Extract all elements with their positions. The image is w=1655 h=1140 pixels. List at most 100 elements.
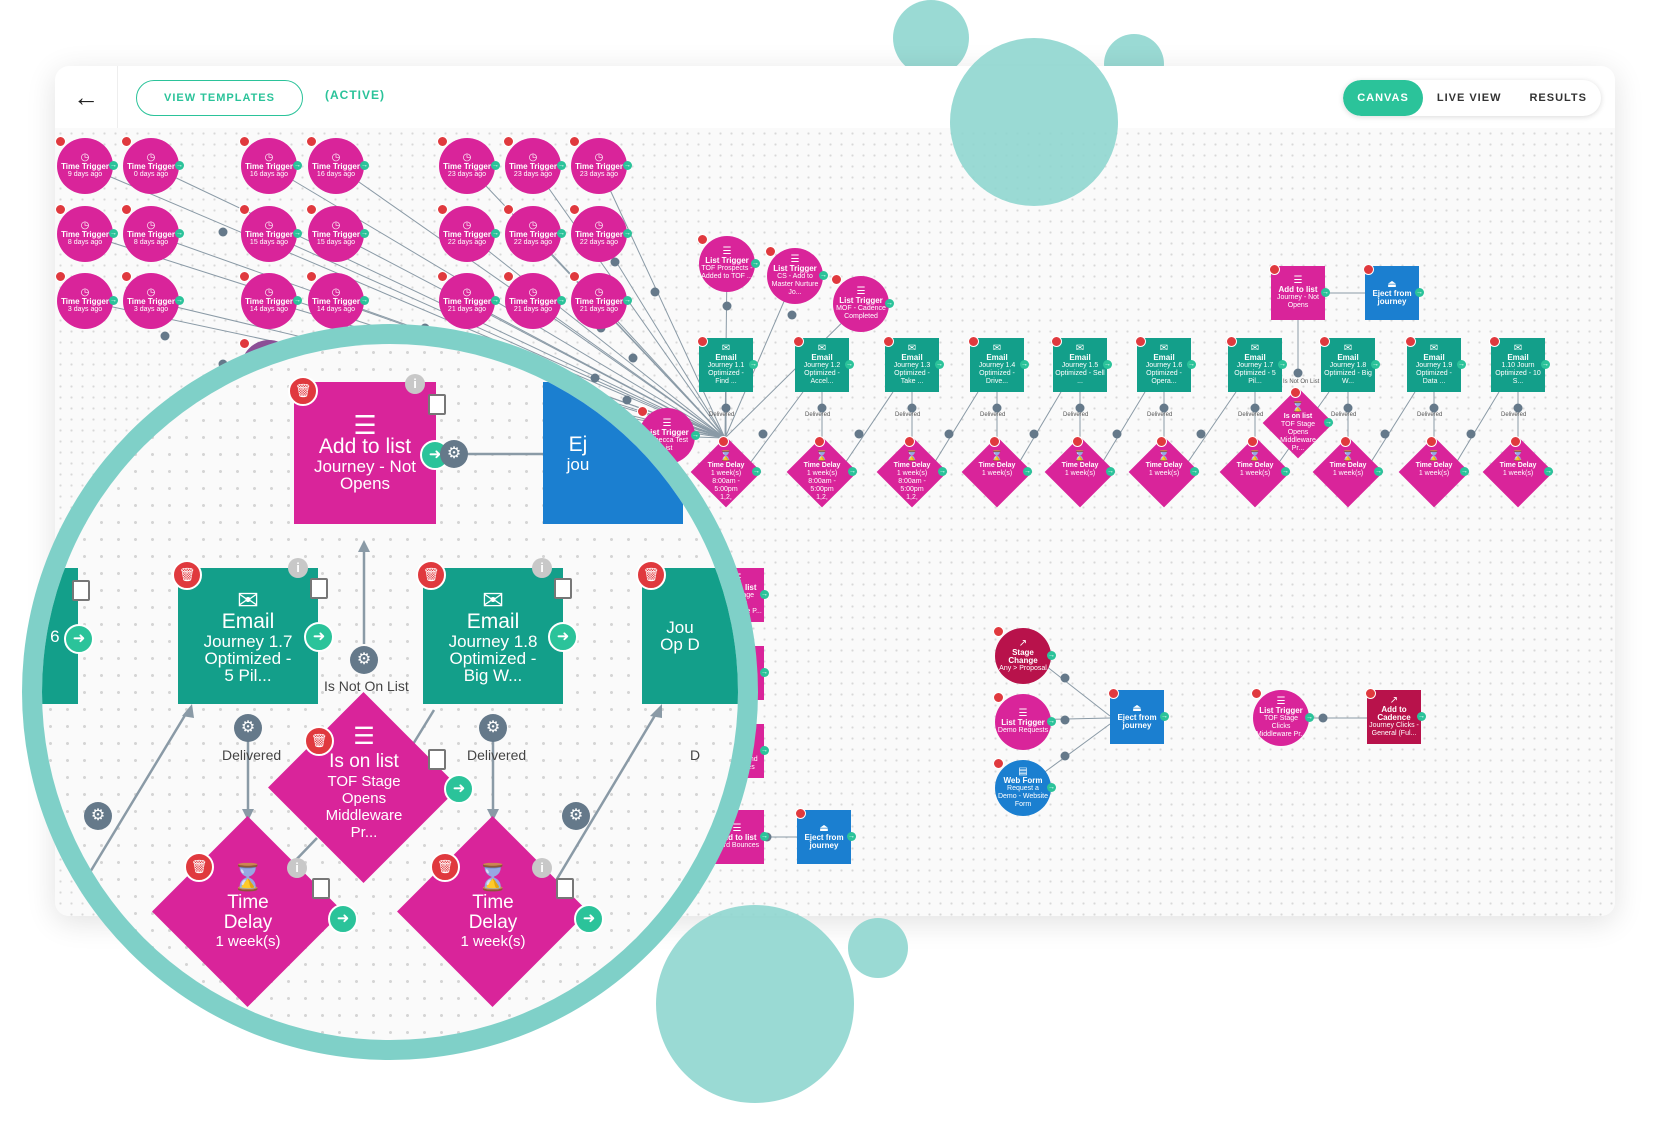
info-icon[interactable]: i [288,558,308,578]
mag-add-to-list-node[interactable]: ☰ Add to list Journey - Not Opens [294,382,436,524]
delete-icon[interactable] [718,436,729,447]
delete-icon[interactable] [121,271,132,282]
connect-arrow-icon[interactable]: → [1305,713,1314,722]
connect-arrow-icon[interactable]: → [749,360,758,369]
connect-arrow-icon[interactable]: → [1278,360,1287,369]
delete-icon[interactable] [1156,436,1167,447]
settings-gear-icon[interactable]: ⚙ [350,646,378,674]
delete-icon[interactable] [1426,436,1437,447]
copy-icon[interactable] [428,749,446,770]
connect-arrow-icon[interactable]: → [1541,360,1550,369]
delete-icon[interactable] [55,204,66,215]
mag-email-node-1-7[interactable]: ✉ Email Journey 1.7 Optimized - 5 Pil... [178,568,318,704]
delete-icon[interactable] [239,338,250,349]
delete-icon[interactable] [883,336,894,347]
connect-arrow-icon[interactable]: → [1047,651,1056,660]
eject-from-journey-node[interactable]: ⏏Eject from journey [797,810,851,864]
settings-gear-icon[interactable] [218,227,228,237]
delete-icon[interactable] [968,336,979,347]
connect-arrow-icon[interactable]: → [1415,288,1424,297]
connect-arrow-icon[interactable]: → [1190,467,1199,476]
connect-arrow-icon[interactable]: ➜ [328,904,358,934]
connect-arrow-icon[interactable]: → [360,229,369,238]
connect-arrow-icon[interactable]: → [938,467,947,476]
connect-arrow-icon[interactable]: → [109,296,118,305]
delete-icon[interactable] [1405,336,1416,347]
delete-icon[interactable] [697,336,708,347]
delete-icon[interactable] [1363,264,1374,275]
settings-gear-icon[interactable] [1029,429,1039,439]
info-icon[interactable]: i [532,858,552,878]
settings-gear-icon[interactable]: ⚙ [84,802,112,830]
connect-arrow-icon[interactable]: → [691,431,700,440]
delete-icon[interactable] [765,246,776,257]
settings-gear-icon[interactable] [1060,673,1070,683]
connect-arrow-icon[interactable]: → [1160,712,1169,721]
mag-email-node-1-8[interactable]: ✉ Email Journey 1.8 Optimized - Big W... [423,568,563,704]
settings-gear-icon[interactable] [1060,715,1070,725]
delete-icon[interactable] [437,136,448,147]
eject-from-journey-node[interactable]: ⏏Eject from journey [1365,266,1419,320]
connect-arrow-icon[interactable]: → [1417,712,1426,721]
delete-icon[interactable] [697,234,708,245]
delete-icon[interactable]: 🗑 [184,852,214,882]
delete-icon[interactable] [121,204,132,215]
connect-arrow-icon[interactable]: → [623,296,632,305]
delete-icon[interactable] [989,436,1000,447]
connect-arrow-icon[interactable]: → [1460,467,1469,476]
delete-icon[interactable] [1510,436,1521,447]
delete-icon[interactable] [904,436,915,447]
delete-icon[interactable] [306,204,317,215]
settings-gear-icon[interactable] [650,287,660,297]
connect-arrow-icon[interactable]: → [623,161,632,170]
delete-icon[interactable] [795,808,806,819]
settings-gear-icon[interactable] [1318,713,1328,723]
connect-arrow-icon[interactable]: → [175,296,184,305]
connect-arrow-icon[interactable]: → [491,296,500,305]
connect-arrow-icon[interactable]: ➜ [444,774,474,804]
mag-email-right-edge[interactable]: Jou Op D [642,568,738,704]
settings-gear-icon[interactable] [420,323,430,333]
connect-arrow-icon[interactable]: → [1544,467,1553,476]
settings-gear-icon[interactable] [1293,368,1303,378]
delete-icon[interactable] [437,271,448,282]
delete-icon[interactable] [239,204,250,215]
connect-arrow-icon[interactable]: → [293,296,302,305]
connect-arrow-icon[interactable]: → [1457,360,1466,369]
settings-gear-icon[interactable]: ⚙ [562,802,590,830]
settings-gear-icon[interactable] [218,359,228,369]
delete-icon[interactable] [239,271,250,282]
info-icon[interactable]: i [405,374,425,394]
settings-gear-icon[interactable] [758,429,768,439]
info-icon[interactable]: i [532,558,552,578]
settings-gear-icon[interactable] [907,403,917,413]
connect-arrow-icon[interactable]: → [760,746,769,755]
copy-icon[interactable] [554,578,572,599]
connect-arrow-icon[interactable]: → [1047,717,1056,726]
connect-arrow-icon[interactable]: → [1023,467,1032,476]
delete-icon[interactable] [993,758,1004,769]
connect-arrow-icon[interactable]: → [1321,288,1330,297]
back-button[interactable]: ← [55,66,118,128]
tab-live-view[interactable]: LIVE VIEW [1436,92,1502,104]
connect-arrow-icon[interactable]: → [1020,360,1029,369]
connect-arrow-icon[interactable]: → [109,161,118,170]
tab-results[interactable]: RESULTS [1529,92,1587,104]
